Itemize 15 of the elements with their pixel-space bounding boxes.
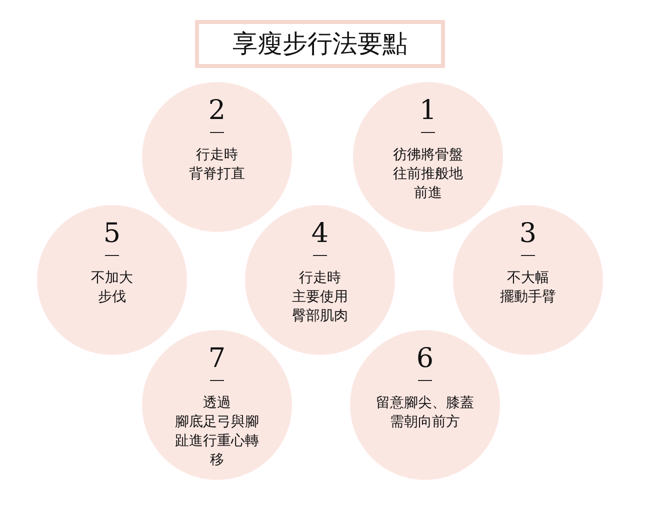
step-text: 不大幅擺動手臂 bbox=[500, 269, 556, 307]
step-text: 不加大步伐 bbox=[91, 269, 133, 307]
step-text: 留意腳尖、膝蓋需朝向前方 bbox=[376, 394, 474, 432]
step-text: 彷彿將骨盤往前推般地前進 bbox=[393, 146, 463, 203]
title-box: 享瘦步行法要點 bbox=[195, 20, 445, 68]
step-number: 7 bbox=[208, 344, 226, 374]
step-text: 行走時主要使用臀部肌肉 bbox=[292, 269, 348, 326]
step-number: 1 bbox=[419, 96, 437, 126]
step-number: 4 bbox=[311, 219, 329, 249]
step-number: 5 bbox=[103, 219, 121, 249]
step-text: 行走時背脊打直 bbox=[189, 146, 245, 184]
step-text: 透過腳底足弓與腳趾進行重心轉移 bbox=[175, 394, 259, 470]
step-number: 3 bbox=[519, 219, 537, 249]
step-number: 2 bbox=[208, 96, 226, 126]
step-number: 6 bbox=[416, 344, 434, 374]
